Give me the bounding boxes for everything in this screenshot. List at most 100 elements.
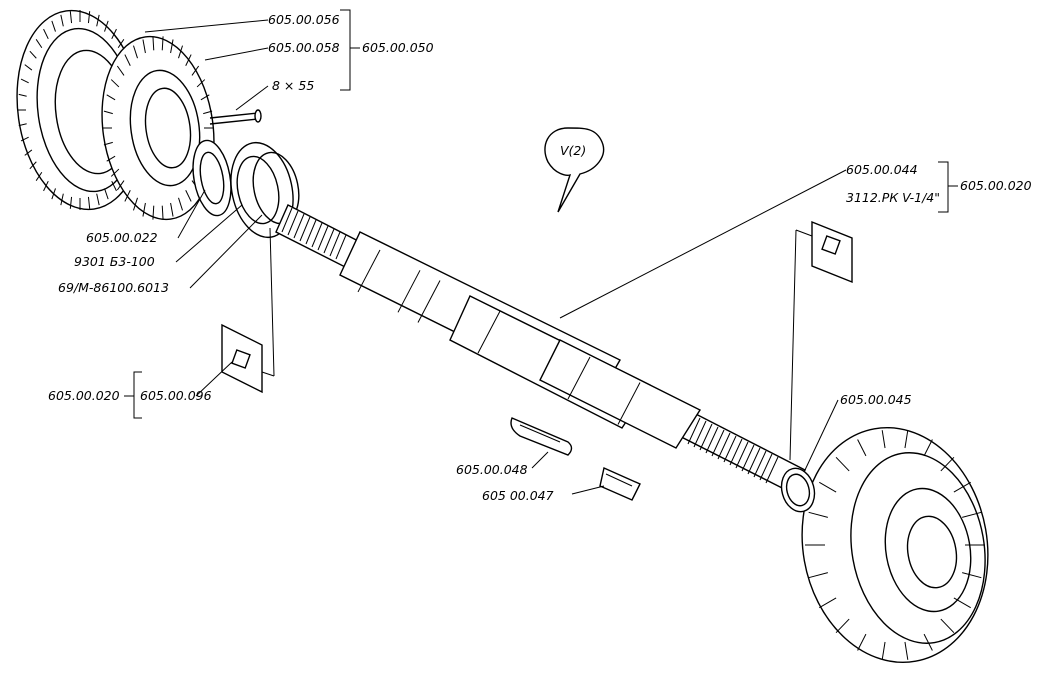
hatch-line <box>196 79 206 88</box>
hatch-line <box>881 641 886 660</box>
hatch-line <box>142 39 146 54</box>
hatch-line <box>417 280 441 323</box>
hatch-line <box>111 180 117 192</box>
hatch-line <box>741 444 755 472</box>
hatch-line <box>51 188 56 200</box>
hatch-line <box>110 79 120 88</box>
hatch-line <box>152 36 155 51</box>
hatch-line <box>759 453 773 481</box>
hatch-line <box>170 39 174 54</box>
key-short <box>599 467 641 501</box>
hatch-line <box>299 216 311 242</box>
hatch-line <box>124 54 131 66</box>
leader-lines <box>124 9 958 495</box>
hatch-line <box>60 14 64 27</box>
hatch-line <box>103 110 113 115</box>
view-label: V(2) <box>560 143 586 158</box>
hatch-line <box>735 441 749 469</box>
hatch-line <box>323 228 335 254</box>
hatch-line <box>35 39 43 49</box>
hatch-line <box>60 193 64 206</box>
hatch-line <box>18 93 27 97</box>
hatch-line <box>133 45 138 59</box>
hatch-line <box>185 190 192 202</box>
hatch-line <box>96 193 100 206</box>
hatch-line <box>311 222 323 248</box>
hatch-line <box>124 190 131 202</box>
hatch-line <box>104 20 109 32</box>
hatch-line <box>43 180 49 192</box>
view-callout: V(2) <box>544 127 605 213</box>
hatch-line <box>43 28 49 40</box>
hatch-line <box>617 382 641 425</box>
bolt-8x55 <box>209 109 262 125</box>
hatch-line <box>819 597 837 609</box>
hatch-line <box>808 572 828 579</box>
hatch-line <box>96 14 100 27</box>
hatch-line <box>904 430 909 449</box>
hatch-line <box>103 141 113 146</box>
hatch-line <box>29 161 37 170</box>
label-shaft-assembly: 605.00.020 <box>960 178 1032 193</box>
label-ring: 9301 Б3-100 <box>74 254 155 269</box>
label-key-short: 605 00.047 <box>482 488 554 503</box>
hatch-line <box>35 171 43 181</box>
hatch-line <box>116 65 125 76</box>
hatch-line <box>191 65 200 76</box>
hatch-line <box>717 432 731 460</box>
label-key-long: 605.00.048 <box>456 462 528 477</box>
hatch-line <box>835 618 850 634</box>
hatch-line <box>329 231 341 257</box>
hatch-line <box>335 234 347 260</box>
hatch-line <box>178 197 183 211</box>
inner-gear <box>101 35 215 221</box>
hatch-line <box>185 54 192 66</box>
hatch-line <box>765 456 779 484</box>
hatch-line <box>24 149 33 156</box>
label-plug-right: 3112.РК V-1/4" <box>846 190 940 205</box>
hatch-line <box>857 439 867 457</box>
bushing-ring <box>192 139 232 217</box>
hatch-line <box>953 597 971 609</box>
label-gear-outer: 605.00.056 <box>268 12 340 27</box>
hatch-line <box>106 94 116 101</box>
label-bolt: 8 × 55 <box>272 78 314 93</box>
hatch-line <box>200 94 210 101</box>
hatch-line <box>857 633 867 651</box>
label-gear-inner: 605.00.058 <box>268 40 340 55</box>
clutch-drum <box>801 426 989 664</box>
hatch-line <box>962 511 982 518</box>
plug-right <box>789 220 853 461</box>
hatch-line <box>110 168 120 177</box>
hatch-line <box>687 417 701 445</box>
hatch-line <box>293 213 305 239</box>
hatch-line <box>29 50 37 59</box>
label-plug-left: 605.00.096 <box>140 388 212 403</box>
hatch-line <box>69 196 73 209</box>
hatch-line <box>20 136 29 142</box>
hatch-line <box>203 110 213 115</box>
hatch-line <box>281 207 293 233</box>
hatch-line <box>699 423 713 451</box>
hatch-line <box>923 633 933 651</box>
hatch-line <box>51 20 56 32</box>
hatch-line <box>106 155 116 162</box>
label-seal-ring: 605.00.045 <box>840 392 912 407</box>
hatch-line <box>819 481 837 493</box>
hatch-line <box>962 572 982 579</box>
label-gear-assembly: 605.00.050 <box>362 40 434 55</box>
hatch-line <box>87 196 91 209</box>
label-bearing: 69/М-86100.6013 <box>58 280 169 295</box>
drive-shaft <box>275 204 807 493</box>
hatch-line <box>567 356 591 400</box>
hatch-line <box>904 641 909 660</box>
hatch-line <box>357 249 381 293</box>
key-long <box>510 417 573 456</box>
hatch-line <box>753 450 767 478</box>
hatch-line <box>116 180 125 191</box>
hatch-line <box>729 438 743 466</box>
hatch-line <box>133 197 138 211</box>
seal-ring <box>780 467 816 513</box>
hatch-line <box>397 270 421 313</box>
